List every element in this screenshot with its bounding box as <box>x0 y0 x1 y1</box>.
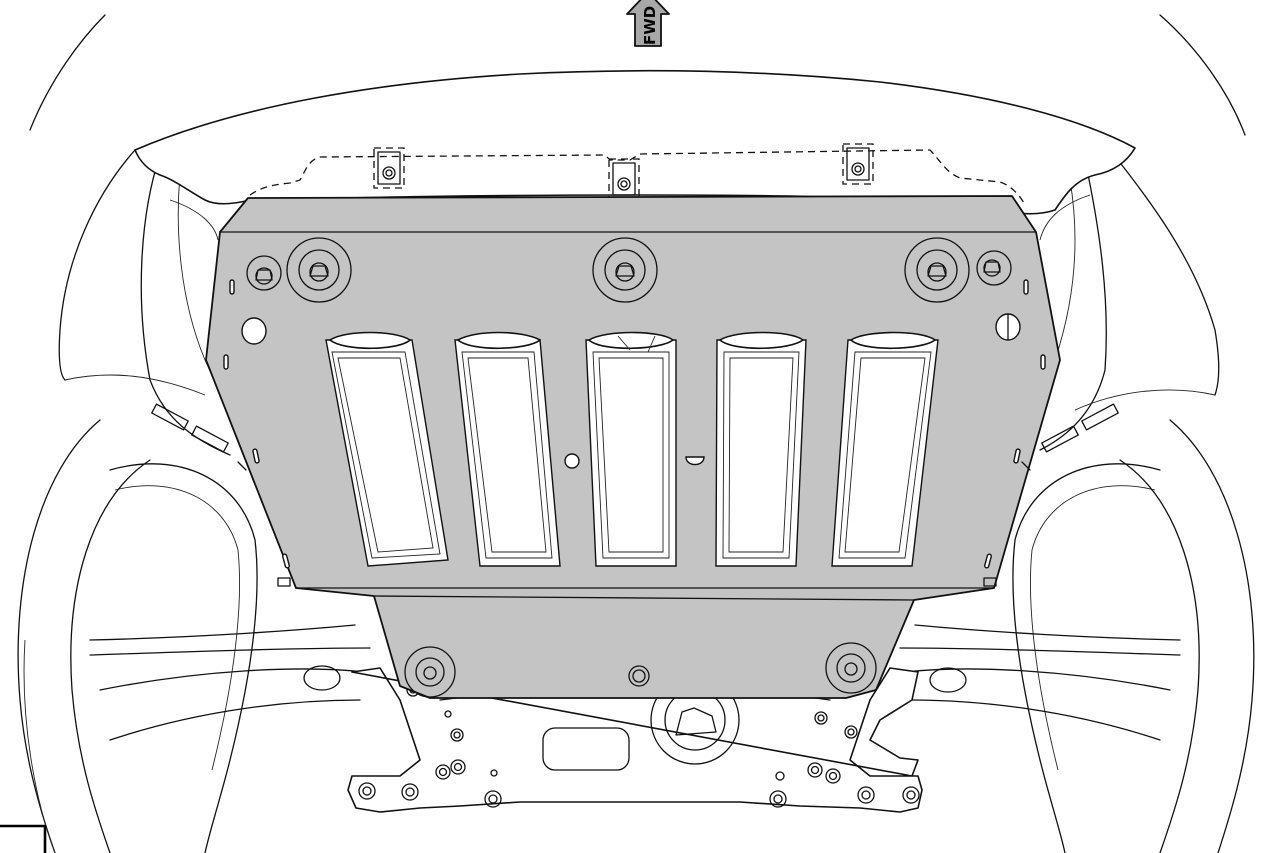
bolt-top-right-outer <box>976 250 1012 286</box>
skid-plate-bolts <box>246 237 1012 698</box>
bolt-top-right <box>904 237 970 303</box>
skid-plate <box>205 195 1061 699</box>
bolt-bottom-right <box>825 642 877 694</box>
rib-4 <box>715 331 807 567</box>
bolt-top-center <box>592 237 658 303</box>
bracket-clip-left <box>373 147 405 189</box>
body-slots <box>151 403 1119 453</box>
plate-holes <box>223 279 1046 569</box>
bracket-clip-right <box>842 143 874 185</box>
fwd-direction-arrow: FWD <box>626 0 670 47</box>
stiffening-ribs <box>325 331 939 567</box>
page-corner-frame <box>0 824 47 853</box>
bolt-top-left <box>286 237 352 303</box>
bolt-bottom-center <box>628 665 650 687</box>
bolt-top-left-outer <box>246 255 282 291</box>
subframe-bolts <box>358 683 920 808</box>
bracket-clip-center <box>608 158 640 200</box>
left-wheel-arch <box>17 419 258 853</box>
right-wheel-arch <box>1012 419 1255 853</box>
fwd-label: FWD <box>641 6 659 45</box>
bolt-bottom-left <box>404 646 456 698</box>
rib-3 <box>585 331 677 567</box>
rib-2 <box>454 331 561 567</box>
vehicle-body-outline <box>29 14 1246 456</box>
side-mount-points <box>237 461 1031 587</box>
subframe <box>89 624 1181 813</box>
rib-1 <box>325 331 449 567</box>
front-bumper <box>134 69 1136 215</box>
rib-5 <box>831 331 939 567</box>
